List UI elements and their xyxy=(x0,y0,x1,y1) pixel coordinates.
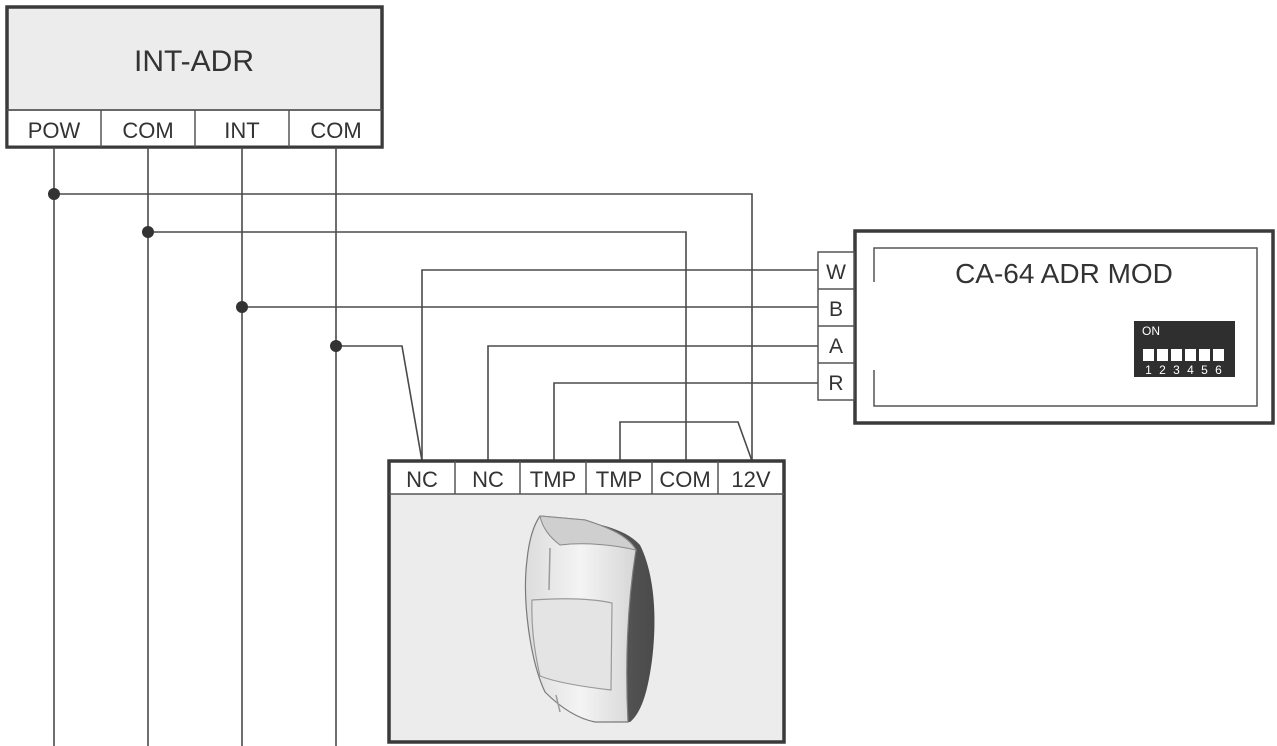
dip-switch-number-3: 3 xyxy=(1173,363,1180,377)
ca64-terminal-w: W xyxy=(826,261,846,284)
ca64-module: CA-64 ADR MOD W B A R ON 1 2 3 4 5 6 xyxy=(817,229,1275,425)
junction-dot-int xyxy=(236,301,248,313)
int-adr-terminal-pow: POW xyxy=(28,118,81,143)
ca64-terminal-a: A xyxy=(829,335,843,358)
dip-switch: ON 1 2 3 4 5 6 xyxy=(1134,321,1235,377)
wire-a-to-nc xyxy=(487,345,818,461)
pir-sensor-lens xyxy=(531,598,613,691)
dip-switch-on-label: ON xyxy=(1142,324,1160,338)
pir-sensor-led-slit xyxy=(548,547,551,591)
ca64-terminal-r: R xyxy=(828,372,843,395)
detector-terminal-tmp-2: TMP xyxy=(596,467,642,492)
junction-dot-pow xyxy=(48,188,60,200)
detector-terminal-nc-2: NC xyxy=(472,467,504,492)
dip-switch-number-2: 2 xyxy=(1159,363,1166,377)
junction-dot-com xyxy=(142,226,154,238)
dip-switch-number-6: 6 xyxy=(1215,363,1222,377)
dip-switch-4 xyxy=(1185,349,1196,361)
wire-com2-to-nc xyxy=(336,345,423,462)
pir-sensor-top-bevel xyxy=(539,515,638,551)
connection-wires xyxy=(48,188,818,462)
dip-switch-number-1: 1 xyxy=(1145,363,1152,377)
int-adr-terminal-com-1: COM xyxy=(122,118,173,143)
int-adr-module: INT-ADR POW COM INT COM xyxy=(5,5,384,149)
dip-switch-6 xyxy=(1213,349,1224,361)
detector-terminal-12v: 12V xyxy=(731,467,770,492)
wire-pow-to-12v xyxy=(54,193,753,461)
ca64-inner-outline xyxy=(873,247,1258,407)
detector-module: NC NC TMP TMP COM 12V xyxy=(387,459,786,744)
dip-switch-3 xyxy=(1171,349,1182,361)
ca64-border xyxy=(853,229,1275,425)
wire-r-to-tmp xyxy=(553,382,818,461)
wire-tmp-jumper xyxy=(619,421,753,462)
wire-w-to-nc xyxy=(421,269,818,461)
detector-terminal-com: COM xyxy=(659,467,710,492)
detector-terminal-nc-1: NC xyxy=(406,467,438,492)
junction-dot-com2 xyxy=(330,340,342,352)
bus-wires xyxy=(53,147,337,746)
dip-switch-2 xyxy=(1157,349,1168,361)
pir-sensor-illustration xyxy=(524,515,655,723)
ca64-title: CA-64 ADR MOD xyxy=(955,258,1173,289)
detector-terminal-tmp-1: TMP xyxy=(530,467,576,492)
dip-switch-number-4: 4 xyxy=(1187,363,1194,377)
wire-com-to-detector-com xyxy=(148,231,687,461)
int-adr-terminal-int: INT xyxy=(224,118,259,143)
ca64-terminal-b: B xyxy=(829,298,843,321)
dip-switch-1 xyxy=(1143,349,1154,361)
dip-switch-5 xyxy=(1199,349,1210,361)
int-adr-title: INT-ADR xyxy=(134,45,254,78)
int-adr-terminal-com-2: COM xyxy=(310,118,361,143)
dip-switch-number-5: 5 xyxy=(1201,363,1208,377)
